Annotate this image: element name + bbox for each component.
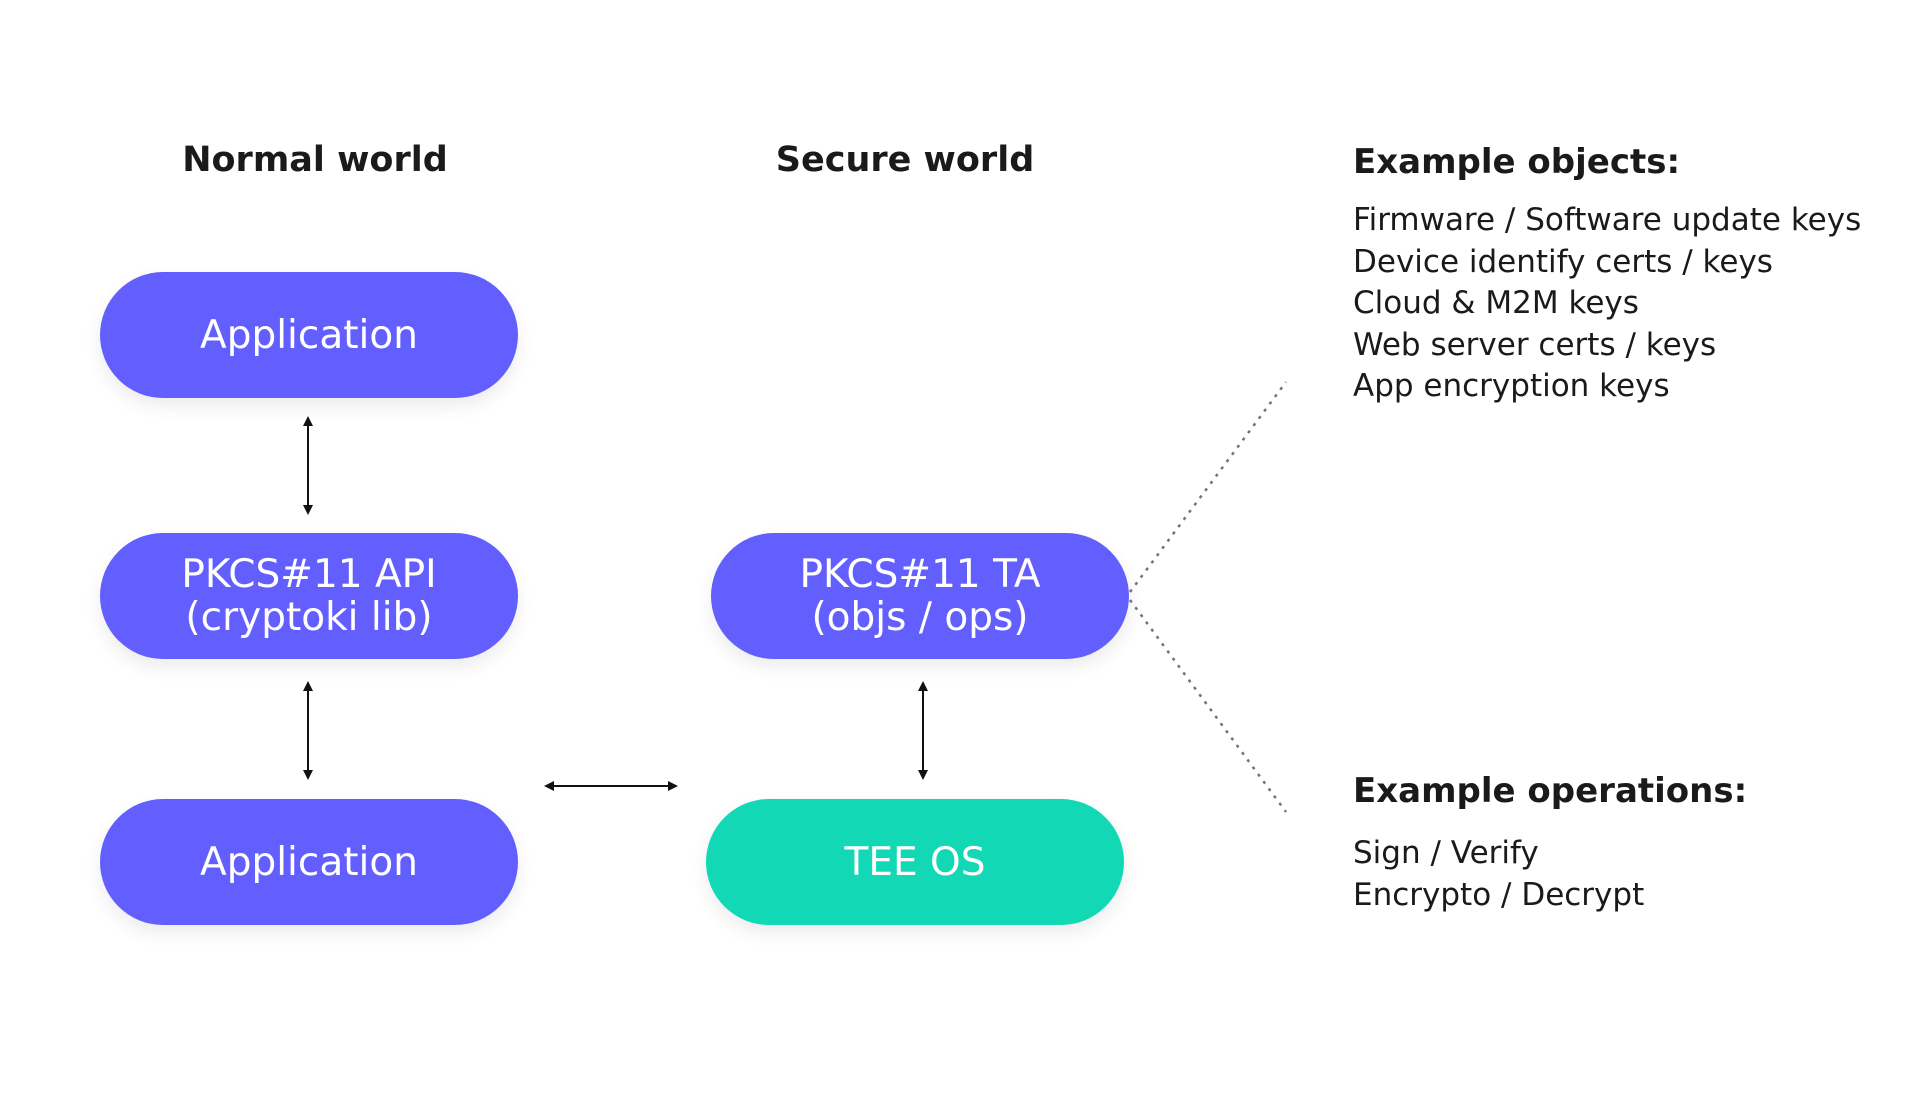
pkcs11-ta-box: PKCS#11 TA(objs / ops) [711,533,1129,659]
secure-world-heading: Secure world [775,140,1035,180]
tee-os-box-label: TEE OS [844,839,986,885]
example-object-item: Web server certs / keys [1353,326,1717,363]
example-object-item: Cloud & M2M keys [1353,285,1639,321]
example-object-item: App encryption keys [1353,368,1670,404]
example-object-item: Device identify certs / keys [1353,243,1773,280]
example-operations-title: Example operations: [1353,771,1748,811]
example-operation-item: Encrypto / Decrypt [1353,876,1645,913]
application-box-top: Application [100,272,518,398]
dotted-line-to-objects [1128,381,1288,593]
example-object-item: Firmware / Software update keys [1353,202,1862,238]
example-operation-item: Sign / Verify [1353,835,1539,871]
example-operations-list: Sign / Verify Encrypto / Decrypt [1353,833,1644,916]
pkcs11-ta-box-label: PKCS#11 TA(objs / ops) [799,552,1041,640]
pkcs11-api-box: PKCS#11 API(cryptoki lib) [100,533,518,659]
application-box-bottom-label: Application [200,839,418,885]
application-box-bottom: Application [100,799,518,925]
example-objects-list: Firmware / Software update keys Device i… [1353,200,1861,408]
dotted-line-to-operations [1128,599,1288,813]
pkcs11-api-box-label: PKCS#11 API(cryptoki lib) [181,552,437,640]
tee-os-box: TEE OS [706,799,1124,925]
application-box-top-label: Application [200,312,418,358]
example-objects-title: Example objects: [1353,142,1681,182]
normal-world-heading: Normal world [182,140,448,180]
